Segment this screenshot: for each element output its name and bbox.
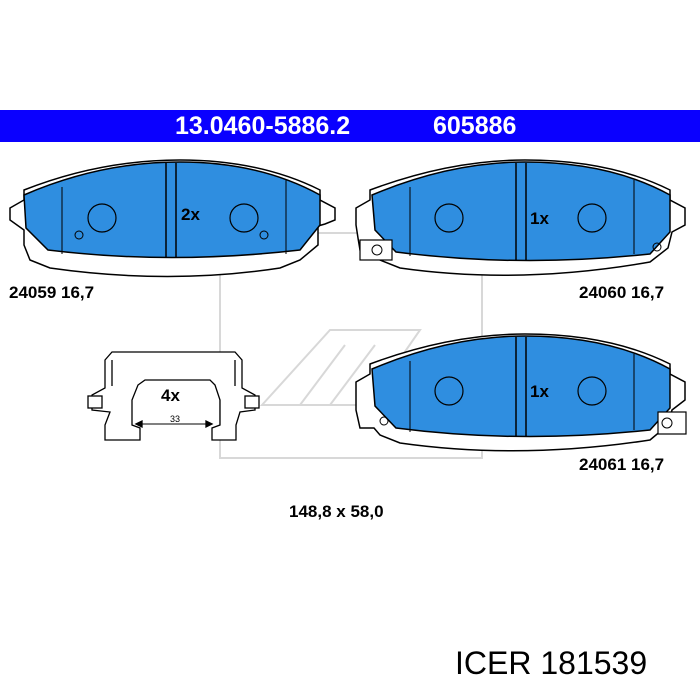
brake-pad-1 [9,159,336,278]
caption: ICER 181539 [455,645,648,681]
pad-dimensions: 148,8 x 58,0 [289,502,384,521]
pad-1-label: 24059 16,7 [9,283,95,302]
clip-dimension: 33 [170,414,180,424]
part-number: 13.0460-5886.2 [175,112,351,140]
ref-number: 605886 [433,112,517,140]
anti-rattle-clip [87,351,260,441]
brake-pad-3 [355,333,687,452]
pad-2-label: 24060 16,7 [579,283,665,302]
pad-3-quantity: 1x [530,382,549,401]
pad-2-quantity: 1x [530,209,549,228]
clip-quantity: 4x [161,386,180,405]
pad-1-quantity: 2x [181,205,200,224]
header-banner: 13.0460-5886.2 605886 [0,110,700,142]
brake-pad-2 [355,159,686,276]
pad-3-label: 24061 16,7 [579,455,665,474]
